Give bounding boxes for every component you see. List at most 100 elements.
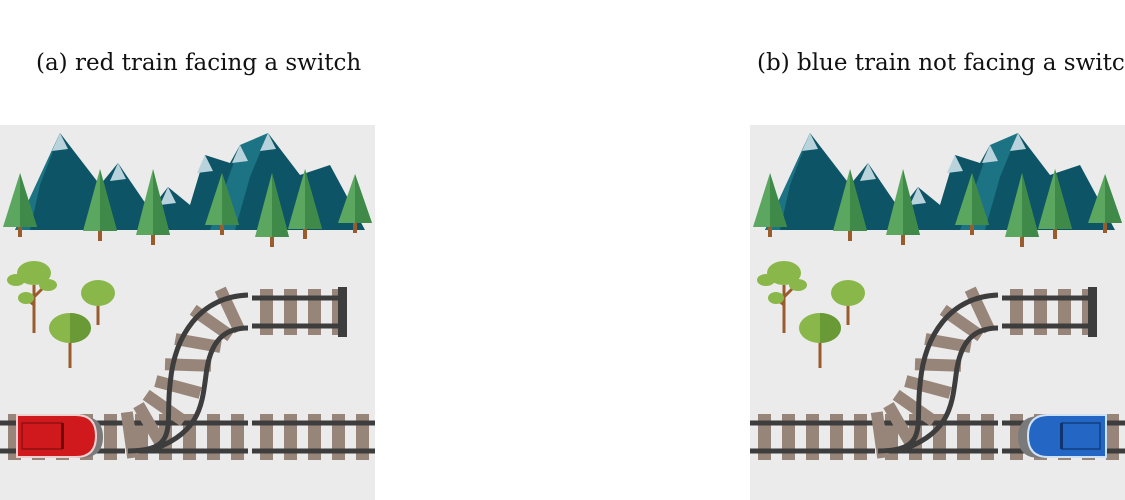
track-rail bbox=[127, 292, 249, 454]
scene-a-svg bbox=[0, 133, 375, 460]
track-tie bbox=[924, 333, 972, 353]
snow-cap bbox=[947, 155, 963, 173]
pine-shade bbox=[20, 173, 37, 227]
scene-panel-b bbox=[750, 125, 1125, 500]
tree-foliage bbox=[18, 292, 34, 304]
caption-b: (b) blue train not facing a switch bbox=[757, 50, 1125, 76]
pine-trunk bbox=[270, 235, 274, 247]
pine-trunk bbox=[353, 221, 357, 233]
pine-tree bbox=[955, 173, 989, 235]
snow-cap bbox=[260, 133, 276, 151]
pine-shade bbox=[153, 169, 170, 235]
blue-train bbox=[1018, 414, 1107, 458]
track-tie bbox=[870, 411, 890, 459]
tree-foliage bbox=[831, 280, 865, 306]
track-straight-right bbox=[252, 414, 375, 460]
pine-trunk bbox=[970, 223, 974, 235]
pine-shade bbox=[850, 169, 867, 231]
snow-cap bbox=[110, 163, 126, 181]
train-roof-line bbox=[61, 423, 64, 449]
track-tie bbox=[904, 375, 952, 399]
buffer-stop bbox=[1088, 287, 1097, 337]
train-body bbox=[16, 414, 98, 458]
tree-foliage bbox=[757, 274, 775, 286]
tree-foliage bbox=[81, 280, 115, 306]
pine-tree bbox=[886, 169, 920, 245]
pine-tree bbox=[753, 173, 787, 237]
snow-cap bbox=[232, 145, 248, 163]
track-rail bbox=[147, 325, 249, 454]
snow-cap bbox=[982, 145, 998, 163]
scene-b-svg bbox=[750, 133, 1125, 460]
pine-tree bbox=[136, 169, 170, 245]
pine-shade bbox=[272, 173, 289, 237]
caption-a: (a) red train facing a switch bbox=[36, 50, 362, 76]
pine-shade bbox=[1022, 173, 1039, 237]
pine-trunk bbox=[1103, 221, 1107, 233]
pine-tree bbox=[83, 169, 117, 241]
snow-cap bbox=[160, 187, 176, 205]
pine-shade bbox=[305, 169, 322, 229]
track-tie bbox=[883, 402, 917, 448]
pine-shade bbox=[972, 173, 989, 225]
snow-cap bbox=[860, 163, 876, 181]
pine-shade bbox=[1105, 174, 1122, 223]
pine-trunk bbox=[1053, 227, 1057, 239]
track-upper-spur bbox=[252, 289, 345, 335]
track-tie bbox=[174, 333, 222, 353]
red-train bbox=[16, 414, 103, 458]
tree-foliage bbox=[17, 261, 51, 285]
pine-trunk bbox=[768, 225, 772, 237]
track-tie bbox=[892, 389, 938, 427]
pine-trunk bbox=[220, 223, 224, 235]
snow-cap bbox=[52, 133, 68, 151]
pine-shade bbox=[355, 174, 372, 223]
train-body bbox=[1026, 414, 1107, 458]
snow-cap bbox=[910, 187, 926, 205]
pine-tree bbox=[255, 173, 289, 247]
pine-shade bbox=[222, 173, 239, 225]
pine-tree bbox=[1038, 169, 1072, 239]
pine-tree bbox=[3, 173, 37, 237]
tree-foliage bbox=[39, 279, 57, 291]
snow-cap bbox=[197, 155, 213, 173]
pine-trunk bbox=[901, 233, 905, 245]
pine-trunk bbox=[1020, 235, 1024, 247]
tree-foliage-shade bbox=[820, 313, 841, 343]
pine-trunk bbox=[18, 225, 22, 237]
track-switch-curve bbox=[870, 286, 999, 459]
scene-panel-a bbox=[0, 125, 375, 500]
buffer-stop bbox=[338, 287, 347, 337]
pine-tree bbox=[205, 173, 239, 235]
pine-shade bbox=[1055, 169, 1072, 229]
track-tie bbox=[154, 375, 202, 399]
pine-tree bbox=[1088, 174, 1122, 233]
pine-tree bbox=[1005, 173, 1039, 247]
tree-foliage bbox=[768, 292, 784, 304]
pine-trunk bbox=[151, 233, 155, 245]
pine-shade bbox=[100, 169, 117, 231]
tree-foliage bbox=[767, 261, 801, 285]
pine-shade bbox=[903, 169, 920, 235]
pine-tree bbox=[833, 169, 867, 241]
deciduous-trees bbox=[757, 261, 865, 368]
track-switch-curve bbox=[120, 286, 249, 459]
deciduous-trees bbox=[7, 261, 115, 368]
tree-foliage bbox=[7, 274, 25, 286]
pine-tree bbox=[338, 174, 372, 233]
tree-foliage bbox=[789, 279, 807, 291]
track-straight-left bbox=[750, 414, 875, 460]
pine-shade bbox=[770, 173, 787, 227]
track-tie bbox=[164, 358, 212, 372]
pine-tree bbox=[288, 169, 322, 239]
track-rail bbox=[877, 292, 999, 454]
snow-cap bbox=[802, 133, 818, 151]
track-rail bbox=[897, 325, 999, 454]
track-tie bbox=[133, 402, 167, 448]
track-tie bbox=[120, 411, 140, 459]
tree-foliage-shade bbox=[70, 313, 91, 343]
track-tie bbox=[914, 358, 962, 372]
snow-cap bbox=[1010, 133, 1026, 151]
track-straight-middle bbox=[877, 414, 998, 460]
train-roof-line bbox=[1060, 423, 1063, 449]
